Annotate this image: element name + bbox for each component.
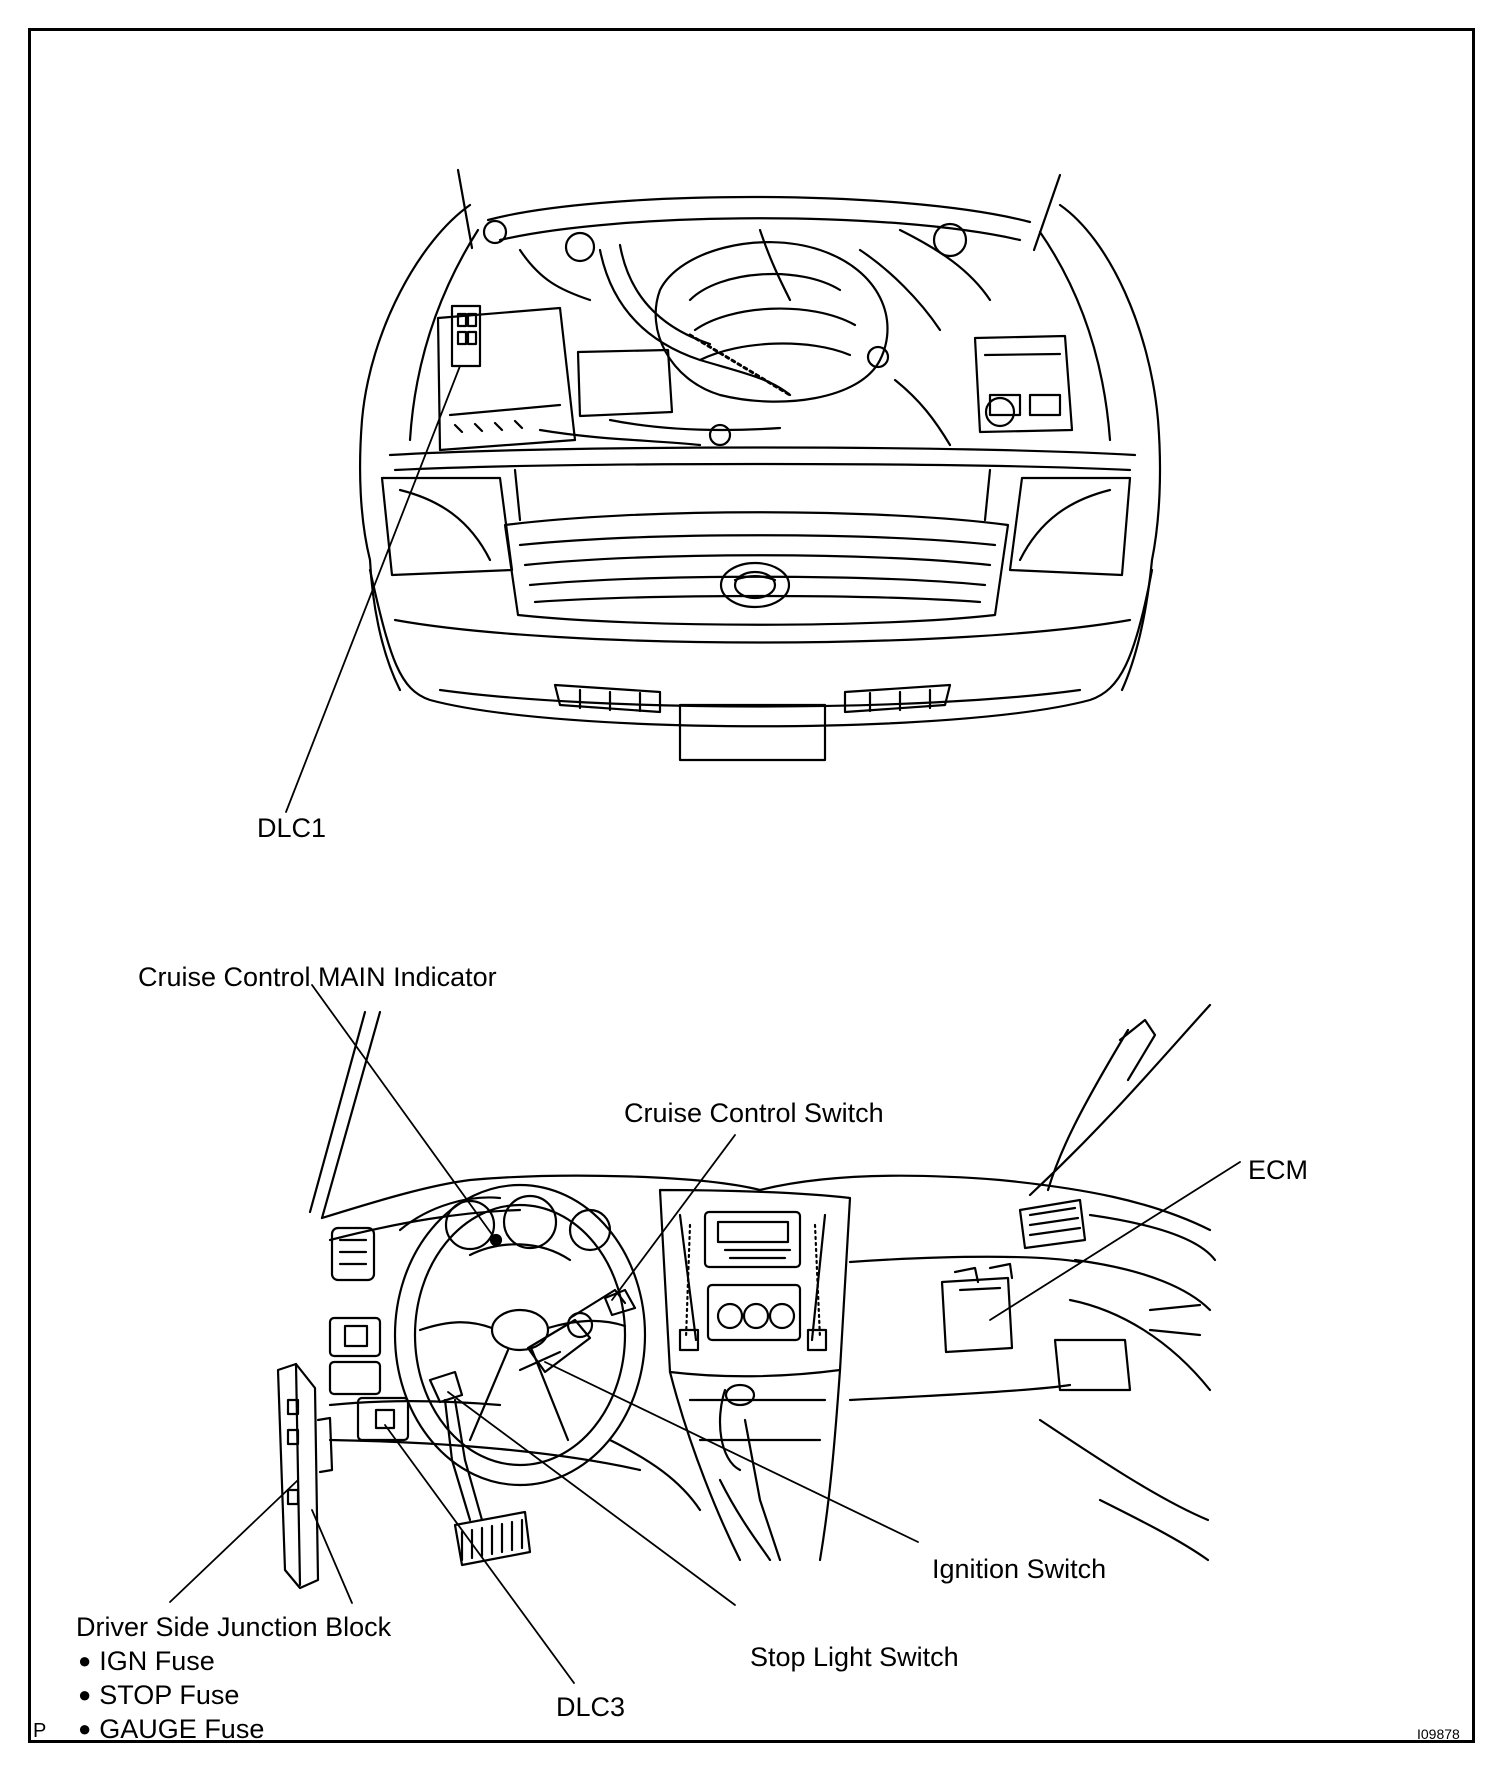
leader-lines (169, 365, 1241, 1684)
label-driver-side-junction-block: Driver Side Junction Block (76, 1612, 392, 1642)
label-ignition-switch: Ignition Switch (932, 1554, 1107, 1584)
fuse-item-gauge: GAUGE Fuse (78, 1713, 264, 1747)
leader-cruise-switch (611, 1134, 736, 1301)
figure-id: I09878 (1417, 1726, 1460, 1742)
fuse-item-ign: IGN Fuse (78, 1645, 264, 1679)
label-cruise-control-main-indicator: Cruise Control MAIN Indicator (138, 962, 497, 992)
label-stop-light-switch: Stop Light Switch (750, 1642, 959, 1672)
leader-cruise-main (311, 984, 497, 1241)
label-ecm: ECM (1248, 1155, 1308, 1185)
engine-bay-illustration (358, 168, 1162, 762)
leader-dlc1 (285, 365, 461, 813)
corner-letter: P (33, 1720, 47, 1742)
junction-block-fuse-list: IGN Fuse STOP Fuse GAUGE Fuse (78, 1645, 264, 1747)
label-cruise-control-switch: Cruise Control Switch (624, 1098, 884, 1128)
diagram-frame (28, 28, 1475, 1743)
leader-ecm (989, 1161, 1241, 1321)
leader-dlc3 (384, 1424, 575, 1684)
leader-junction-a (169, 1479, 299, 1603)
leader-junction-b (311, 1509, 353, 1604)
interior-illustration (276, 1003, 1217, 1590)
leader-stop-light (447, 1391, 736, 1606)
fuse-item-stop: STOP Fuse (78, 1679, 264, 1713)
label-dlc1: DLC1 (257, 813, 327, 843)
leader-ignition (544, 1361, 919, 1543)
label-dlc3: DLC3 (556, 1692, 626, 1722)
